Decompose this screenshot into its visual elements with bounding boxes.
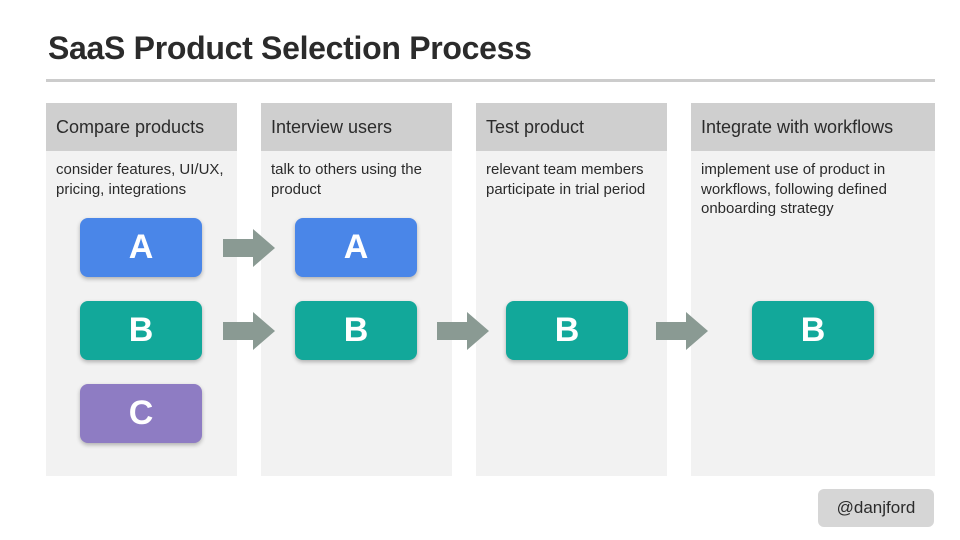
column-heading: Test product [476,103,667,151]
right-arrow-icon [656,312,708,350]
column-description: implement use of product in workflows, f… [701,161,887,217]
column-integrate-workflows: Integrate with workflows implement use o… [691,103,935,476]
product-box-b: B [506,301,628,360]
column-description: talk to others using the product [271,161,422,198]
right-arrow-icon [437,312,489,350]
column-test-product: Test product relevant team members parti… [476,103,667,476]
right-arrow-icon [223,229,275,267]
product-box-b: B [752,301,874,360]
column-heading: Compare products [46,103,237,151]
column-interview-users: Interview users talk to others using the… [261,103,452,476]
column-heading: Interview users [261,103,452,151]
column-heading: Integrate with workflows [691,103,935,151]
author-handle-badge: @danjford [818,489,934,527]
product-box-b: B [295,301,417,360]
right-arrow-icon [223,312,275,350]
title-divider [46,79,935,82]
column-description: relevant team members participate in tri… [486,161,646,198]
page-title: SaaS Product Selection Process [48,30,532,66]
product-box-a: A [295,218,417,277]
column-description: consider features, UI/UX, pricing, integ… [56,161,224,198]
product-box-a: A [80,218,202,277]
product-box-c: C [80,384,202,443]
product-box-b: B [80,301,202,360]
